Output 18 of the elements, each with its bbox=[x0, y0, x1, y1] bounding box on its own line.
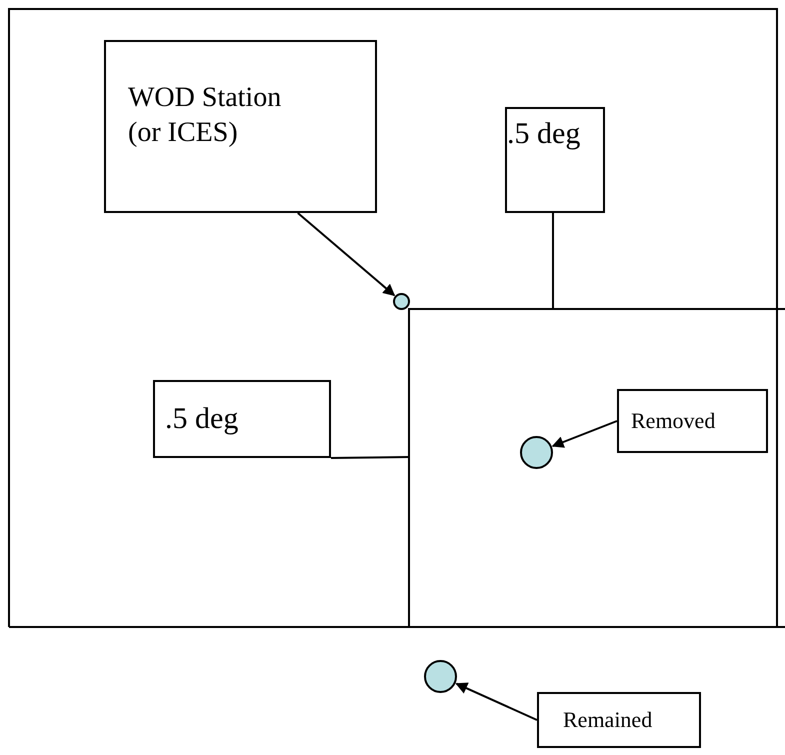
label-box bbox=[617, 389, 768, 453]
arrow bbox=[297, 212, 396, 296]
box-text: .5 deg bbox=[165, 401, 238, 438]
station-marker bbox=[520, 436, 553, 469]
label-box bbox=[505, 107, 605, 213]
station-marker bbox=[393, 293, 410, 310]
box-text: .5 deg bbox=[507, 116, 580, 152]
label-box bbox=[537, 692, 701, 748]
box-text: Remained bbox=[563, 706, 652, 734]
arrow bbox=[455, 682, 538, 721]
leader-line bbox=[552, 213, 554, 309]
station-marker bbox=[424, 660, 457, 693]
label-box bbox=[104, 40, 377, 213]
label-box bbox=[153, 380, 331, 458]
leader-line bbox=[330, 456, 410, 459]
box-text: WOD Station (or ICES) bbox=[128, 81, 282, 150]
box-text: Removed bbox=[631, 407, 716, 435]
arrow bbox=[552, 420, 618, 448]
